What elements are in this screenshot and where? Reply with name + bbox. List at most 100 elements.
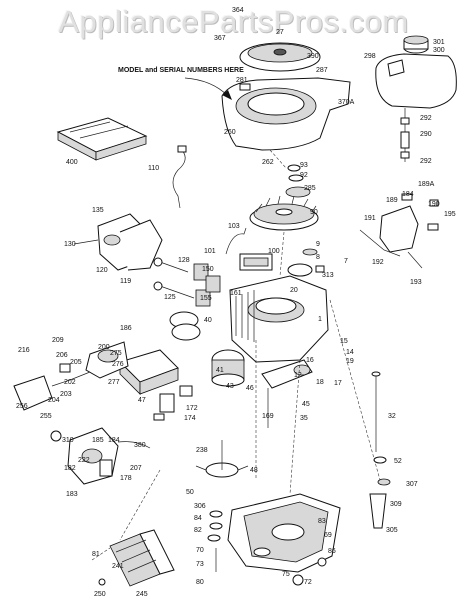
air-filter-element xyxy=(91,529,175,587)
callout-label: 277 xyxy=(108,379,120,386)
callout-label: 128 xyxy=(178,257,190,264)
callout-label: 203 xyxy=(60,391,72,398)
callout-label: 7 xyxy=(344,258,348,265)
callout-label: 200 xyxy=(98,344,110,351)
callout-label: 301 xyxy=(433,39,445,46)
callout-label: 275 xyxy=(110,350,122,357)
callout-label: 86 xyxy=(328,548,336,555)
callout-label: 241 xyxy=(112,563,124,570)
callout-label: 100 xyxy=(268,248,280,255)
piston-assembly xyxy=(169,311,245,387)
callout-label: 172 xyxy=(186,405,198,412)
callout-label: 192 xyxy=(372,259,384,266)
callout-label: 310 xyxy=(62,437,74,444)
callout-label: 32 xyxy=(388,413,396,420)
callout-label: 40 xyxy=(204,317,212,324)
callout-label: 281 xyxy=(236,77,248,84)
callout-label: 292 xyxy=(420,115,432,122)
callout-label: 189 xyxy=(386,197,398,204)
callout-label: 290 xyxy=(420,131,432,138)
callout-label: 195 xyxy=(444,211,456,218)
callout-label: 101 xyxy=(204,248,216,255)
callout-label: 209 xyxy=(52,337,64,344)
callout-label: 72 xyxy=(304,579,312,586)
callout-label: 45 xyxy=(302,401,310,408)
callout-label: 185 xyxy=(92,437,104,444)
callout-label: 12 xyxy=(294,372,302,379)
callout-label: 191 xyxy=(364,215,376,222)
callout-label: 47 xyxy=(138,397,146,404)
callout-label: 1 xyxy=(318,316,322,323)
callout-label: 43 xyxy=(226,383,234,390)
callout-label: 256 xyxy=(16,403,28,410)
callout-label: 205 xyxy=(70,359,82,366)
callout-label: 120 xyxy=(96,267,108,274)
model-arrow xyxy=(184,77,229,97)
callout-label: 287 xyxy=(316,67,328,74)
callout-label: 14 xyxy=(346,349,354,356)
callout-label: 150 xyxy=(202,266,214,273)
washer xyxy=(287,164,301,172)
callout-label: 93 xyxy=(300,162,308,169)
callout-label: 130 xyxy=(64,241,76,248)
callout-label: 119 xyxy=(120,278,131,285)
callout-label: 178 xyxy=(120,475,132,482)
callout-label: 125 xyxy=(164,294,176,301)
callout-label: 46 xyxy=(246,385,254,392)
callout-label: 313 xyxy=(322,272,334,279)
callout-label: 190 xyxy=(428,201,440,208)
callout-label: 182 xyxy=(64,465,76,472)
callout-label: 48 xyxy=(250,467,258,474)
cam-gear xyxy=(195,440,249,478)
callout-label: 16 xyxy=(306,357,314,364)
sump-hardware xyxy=(207,510,327,586)
callout-label: 15 xyxy=(340,338,348,345)
callout-label: 285 xyxy=(304,185,316,192)
callout-label: 84 xyxy=(194,515,202,522)
callout-label: 364 xyxy=(232,7,244,14)
callout-label: 189A xyxy=(418,181,435,188)
callout-label: 35 xyxy=(300,415,308,422)
callout-label: 103 xyxy=(228,223,240,230)
small-brackets xyxy=(153,385,193,421)
callout-label: 222 xyxy=(78,457,90,464)
ignition-coil xyxy=(225,227,273,271)
flywheel xyxy=(249,195,319,231)
callout-label: 41 xyxy=(216,367,224,374)
callout-label: 19 xyxy=(346,358,354,365)
callout-label: 186 xyxy=(120,325,132,332)
callout-label: 367 xyxy=(214,35,226,42)
watermark-banner: AppliancePartsPros.com xyxy=(58,4,409,39)
callout-label: 370A xyxy=(338,99,355,106)
callout-label: 52 xyxy=(394,458,402,465)
carburetor xyxy=(13,341,129,411)
callout-label: 18 xyxy=(316,379,324,386)
callout-label: 92 xyxy=(300,172,308,179)
callout-label: 169 xyxy=(262,413,274,420)
callout-label: 300 xyxy=(433,47,445,54)
ignition-wire xyxy=(172,149,186,209)
callout-label: 255 xyxy=(40,413,52,420)
callout-label: 276 xyxy=(112,361,124,368)
callout-label: 184 xyxy=(108,437,120,444)
callout-label: 161 xyxy=(230,290,242,297)
callout-label: 80 xyxy=(196,579,204,586)
callout-label: 309 xyxy=(390,501,402,508)
oil-sump xyxy=(227,493,341,573)
callout-label: 184 xyxy=(402,191,414,198)
callout-label: 17 xyxy=(334,380,342,387)
callout-label: 183 xyxy=(66,491,78,498)
model-serial-note: MODEL and SERIAL NUMBERS HERE xyxy=(118,67,244,74)
callout-label: 155 xyxy=(200,295,212,302)
callout-label: 305 xyxy=(386,527,398,534)
callout-label: 27 xyxy=(276,29,284,36)
callout-label: 238 xyxy=(196,447,208,454)
callout-label: 73 xyxy=(196,561,204,568)
callout-label: 81 xyxy=(92,551,100,558)
callout-label: 250 xyxy=(94,591,106,598)
callout-label: 20 xyxy=(290,287,298,294)
callout-label: 110 xyxy=(148,165,159,172)
muffler xyxy=(119,349,179,395)
